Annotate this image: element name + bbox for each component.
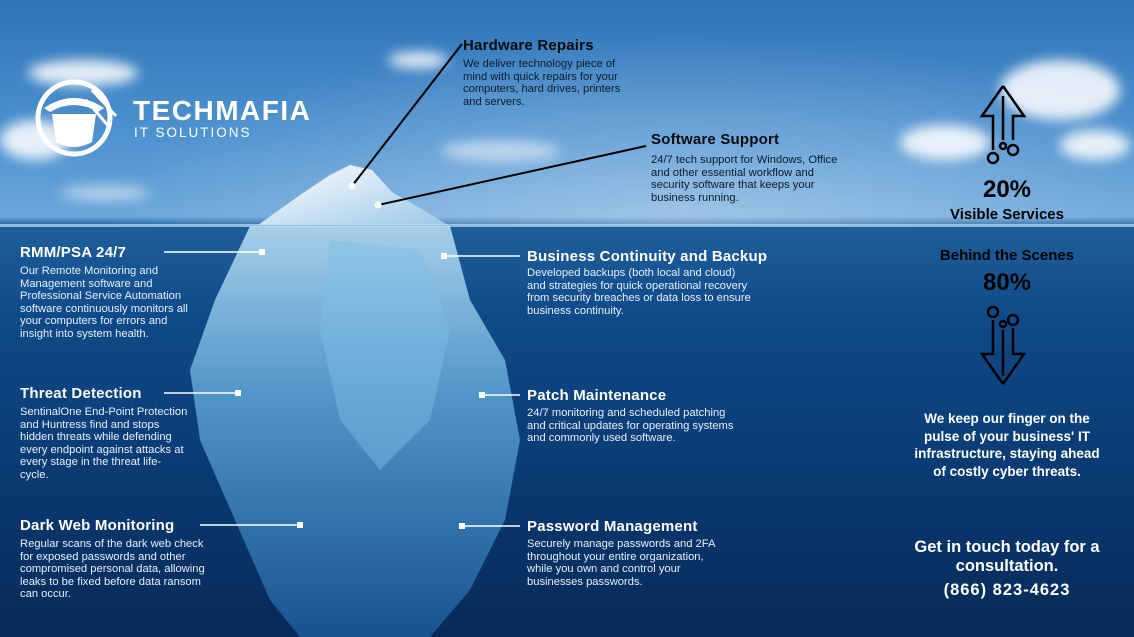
- service-description: Regular scans of the dark web check for …: [20, 538, 205, 601]
- waterline: [0, 224, 1134, 227]
- service-title: Patch Maintenance: [527, 387, 667, 404]
- circuit-arrow-up-icon: [979, 85, 1027, 165]
- service-description: 24/7 monitoring and scheduled patching a…: [527, 407, 734, 445]
- iceberg-tip: [258, 165, 448, 225]
- brand-tagline: IT SOLUTIONS: [134, 125, 252, 140]
- service-title: Password Management: [527, 518, 698, 535]
- pitch-text: We keep our finger on the pulse of your …: [914, 411, 1100, 479]
- spy-globe-icon: [35, 79, 118, 157]
- hidden-percent: 80%: [982, 269, 1032, 296]
- cloud: [900, 125, 990, 160]
- service-description: Our Remote Monitoring and Management sof…: [20, 265, 188, 340]
- cloud: [388, 52, 448, 68]
- cloud: [1060, 130, 1130, 160]
- circuit-arrow-down-icon: [979, 305, 1027, 385]
- service-description: 24/7 tech support for Windows, Office an…: [651, 154, 838, 204]
- service-description: Securely manage passwords and 2FA throug…: [527, 538, 715, 588]
- service-title: Software Support: [651, 131, 780, 148]
- visible-percent: 20%: [982, 176, 1032, 203]
- cloud: [60, 185, 150, 201]
- brand-name: TECHMAFIA: [133, 95, 312, 126]
- iceberg-underwater: [190, 226, 520, 637]
- service-title: RMM/PSA 24/7: [20, 244, 127, 261]
- service-description: We deliver technology piece of mind with…: [463, 58, 621, 108]
- service-title: Hardware Repairs: [463, 37, 594, 54]
- service-title: Threat Detection: [20, 385, 142, 402]
- service-title: Business Continuity and Backup: [527, 248, 768, 265]
- phone-number: (866) 823-4623: [943, 581, 1071, 599]
- sky: [0, 0, 1134, 225]
- service-title: Dark Web Monitoring: [20, 517, 175, 534]
- cloud: [440, 140, 560, 162]
- service-description: Developed backups (both local and cloud)…: [527, 267, 751, 317]
- hidden-label: Behind the Scenes: [939, 247, 1075, 264]
- service-description: SentinalOne End-Point Protection and Hun…: [20, 406, 188, 481]
- visible-label: Visible Services: [950, 206, 1064, 223]
- cta-text: Get in touch today for a consultation.: [914, 538, 1100, 575]
